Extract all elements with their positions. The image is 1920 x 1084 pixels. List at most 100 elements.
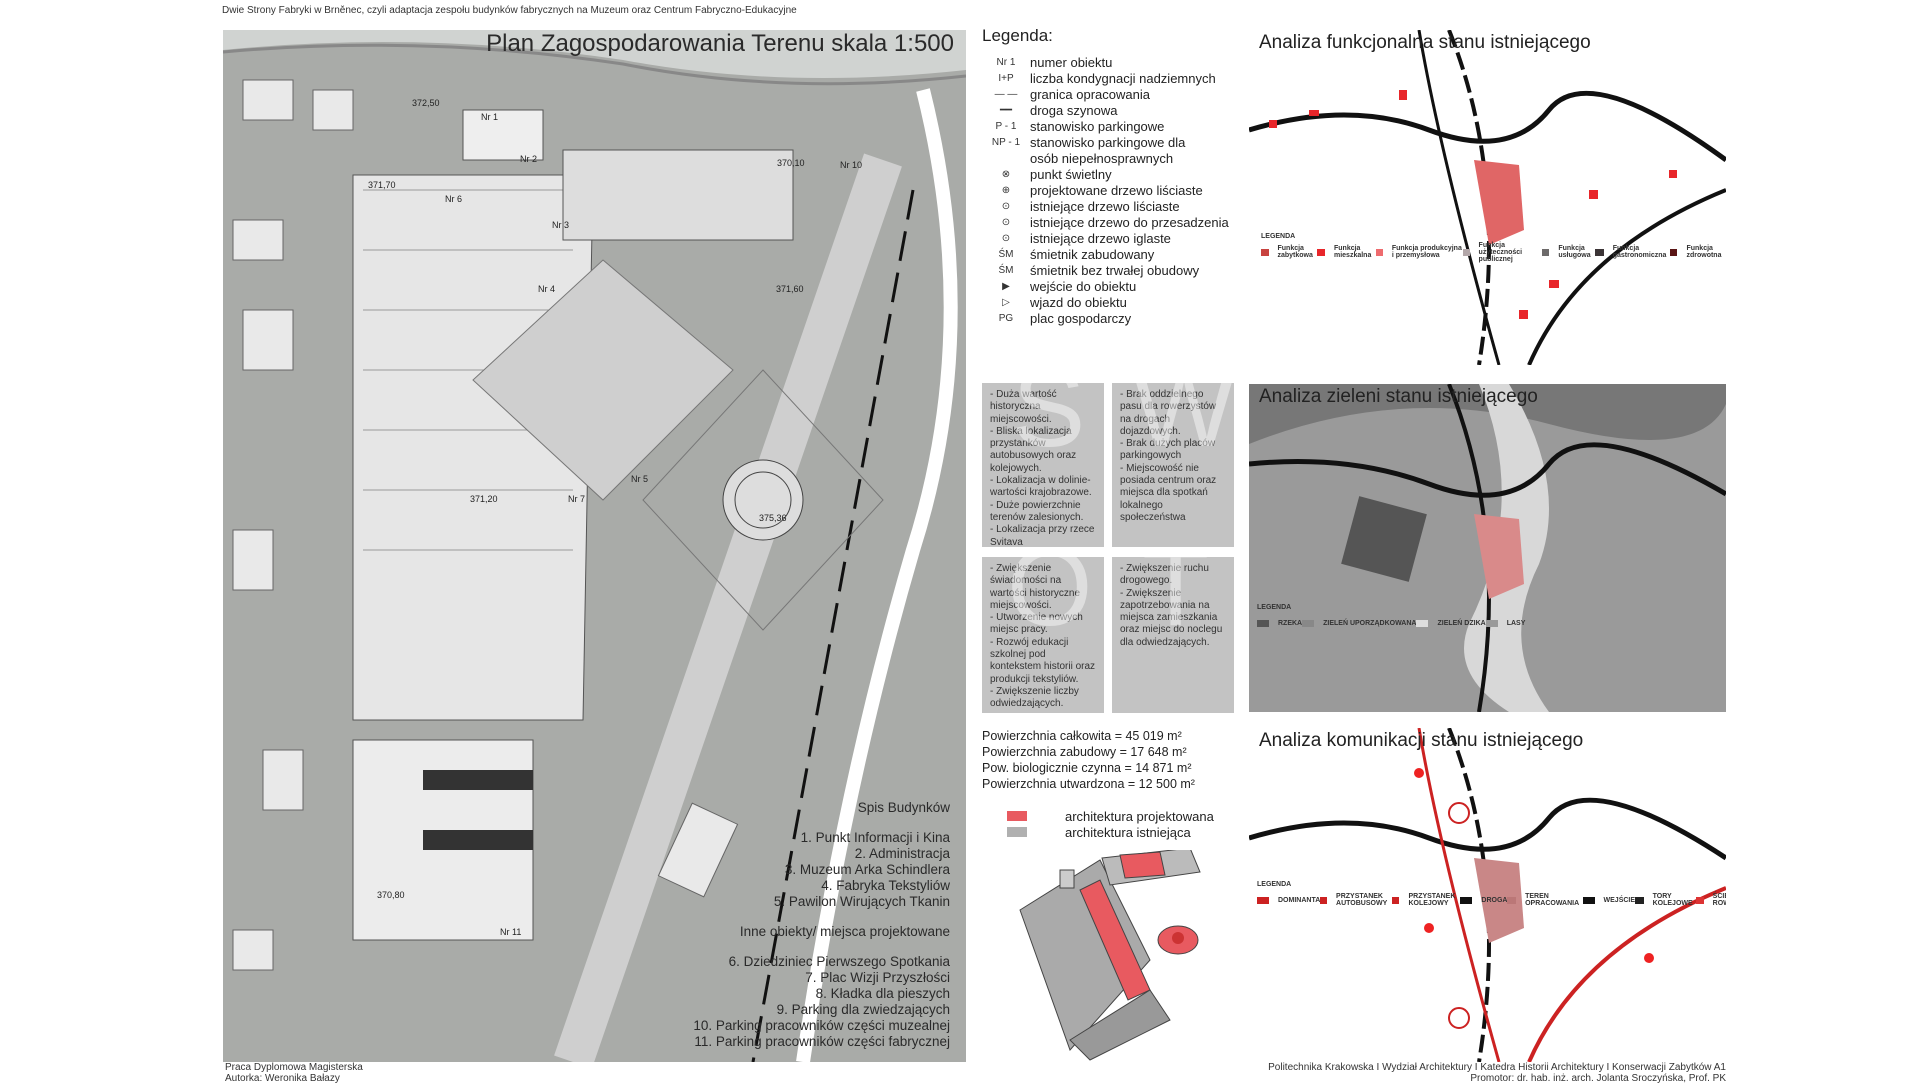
plan-title: Plan Zagospodarowania Terenu skala 1:500 bbox=[486, 30, 954, 57]
legend-swatch-icon bbox=[1670, 248, 1678, 256]
label: architektura istniejąca bbox=[1065, 824, 1191, 840]
map-legend-item: ZIELEŃ DZIKA bbox=[1416, 619, 1486, 628]
legend-symbol-icon: ━━ bbox=[999, 104, 1013, 116]
map-drawing bbox=[1249, 384, 1726, 712]
map-title: Analiza funkcjonalna stanu istniejącego bbox=[1259, 32, 1591, 53]
legend-label: stanowisko parkingowe bbox=[1030, 118, 1165, 134]
legend-label: granica opracowania bbox=[1030, 86, 1150, 102]
map-legend-item: PRZYSTANEK KOLEJOWY bbox=[1392, 893, 1460, 908]
legend-label: ZIELEŃ UPORZĄDKOWANA bbox=[1323, 619, 1417, 627]
map-legend-item: WEJŚCIE bbox=[1582, 893, 1636, 908]
legend-label: RZEKA bbox=[1278, 619, 1303, 627]
other-item: 7. Plac Wizji Przyszłości bbox=[805, 970, 950, 985]
legend-label: wejście do obiektu bbox=[1030, 278, 1137, 294]
map-legend-item: LASY bbox=[1485, 619, 1526, 628]
plan-label: Nr 6 bbox=[445, 194, 463, 204]
legend-label: LASY bbox=[1506, 619, 1526, 627]
legend-symbol-icon: PG bbox=[998, 312, 1014, 324]
legend-symbol-icon: ŚM bbox=[998, 248, 1014, 260]
legend-symbol-icon: ⊙ bbox=[1001, 216, 1011, 228]
swot-strengths: S- Duża wartość historyczna miejscowości… bbox=[982, 383, 1104, 547]
map-legend-item: Funkcja użyteczności publicznej bbox=[1462, 241, 1543, 263]
legend-label: liczba kondygnacji nadziemnych bbox=[1030, 70, 1216, 86]
map-communication: Analiza komunikacji stanu istniejącego L… bbox=[1249, 728, 1726, 1062]
site-plan-drawing bbox=[223, 30, 966, 1062]
map-legend-item: Funkcja zabytkowa bbox=[1261, 244, 1317, 260]
swot-text: - Zwiększenie świadomości na wartości hi… bbox=[990, 563, 1096, 710]
legend-label: istniejące drzewo iglaste bbox=[1030, 230, 1171, 246]
footer-right: Politechnika Krakowska I Wydział Archite… bbox=[1268, 1062, 1726, 1084]
legend-label: ŚCIEŻKA ROWEROWA bbox=[1712, 893, 1726, 907]
swot-text: - Duża wartość historyczna miejscowości.… bbox=[990, 389, 1095, 547]
swot-opportunities: O- Zwiększenie świadomości na wartości h… bbox=[982, 557, 1104, 713]
map-functional: Analiza funkcjonalna stanu istniejącego … bbox=[1249, 30, 1726, 365]
legend-symbol-icon: NP - 1 bbox=[991, 136, 1021, 148]
legend-item: PG plac gospodarczy bbox=[982, 310, 1242, 326]
map-legend-item: Funkcja mieszkalna bbox=[1317, 244, 1375, 260]
label: architektura projektowana bbox=[1065, 808, 1214, 824]
legend-label: śmietnik bez trwałej obudowy bbox=[1030, 262, 1200, 278]
map-legend-item: DROGA bbox=[1460, 893, 1507, 908]
map-legend-item: Funkcja gastronomiczna bbox=[1595, 244, 1670, 260]
building-item: 5. Pawilon Wirujących Tkanin bbox=[773, 894, 950, 909]
legend-symbol-icon: Nr 1 bbox=[996, 56, 1016, 68]
author: Autorka: Weronika Bałazy bbox=[225, 1073, 340, 1084]
swatch-existing bbox=[1007, 827, 1027, 837]
legend-item: osób niepełnosprawnych bbox=[982, 150, 1242, 166]
swatch-projected bbox=[1007, 811, 1027, 821]
legend-label: droga szynowa bbox=[1030, 102, 1118, 118]
plan-label: Nr 1 bbox=[481, 112, 499, 122]
legend-label: plac gospodarczy bbox=[1030, 310, 1132, 326]
legend-swatch-icon bbox=[1507, 896, 1517, 904]
map-greenery: Analiza zieleni stanu istniejącego LEGEN… bbox=[1249, 384, 1726, 712]
plan-label: 370,80 bbox=[377, 890, 405, 900]
legend-item: ━━ droga szynowa bbox=[982, 102, 1242, 118]
other-item: 9. Parking dla zwiedzających bbox=[776, 1002, 950, 1017]
legend-label: TORY KOLEJOWE bbox=[1652, 893, 1693, 907]
plan-label: 372,50 bbox=[412, 98, 440, 108]
other-item: 11. Parking pracowników części fabryczne… bbox=[694, 1034, 950, 1049]
area-line: Powierzchnia całkowita = 45 019 m² bbox=[982, 729, 1182, 743]
building-item: 1. Punkt Informacji i Kina bbox=[800, 830, 950, 845]
legend-label: Funkcja usługowa bbox=[1558, 245, 1591, 259]
legend-swatch-icon bbox=[1460, 896, 1473, 904]
legend-swatch-icon bbox=[1485, 619, 1498, 627]
area-line: Pow. biologicznie czynna = 14 871 m² bbox=[982, 761, 1192, 775]
swot-text: - Brak oddzielnego pasu dla rowerzystów … bbox=[1120, 389, 1217, 523]
legend-swatch-icon bbox=[1317, 248, 1325, 256]
plan-label: Nr 5 bbox=[631, 474, 649, 484]
institution: Politechnika Krakowska I Wydział Archite… bbox=[1268, 1062, 1726, 1073]
legend-symbol-icon: ⊙ bbox=[1001, 200, 1011, 212]
legend-label: istniejące drzewo do przesadzenia bbox=[1030, 214, 1229, 230]
legend-item: ⊗punkt świetlny bbox=[982, 166, 1242, 182]
legend-symbol-icon: ⊗ bbox=[1001, 168, 1011, 180]
plan-label: 370,10 bbox=[777, 158, 805, 168]
legend-label: PRZYSTANEK AUTOBUSOWY bbox=[1336, 893, 1388, 907]
legend-label: ZIELEŃ DZIKA bbox=[1437, 619, 1486, 627]
legend-symbol-icon: I+P bbox=[998, 72, 1014, 84]
plan-label: Nr 11 bbox=[500, 927, 522, 937]
legend-swatch-icon bbox=[1257, 619, 1269, 627]
legend-swatch-icon bbox=[1261, 248, 1269, 256]
map-legend-item: TEREN OPRACOWANIA bbox=[1507, 893, 1582, 908]
legend-label: Funkcja użyteczności publicznej bbox=[1478, 241, 1523, 263]
legend-label: osób niepełnosprawnych bbox=[1030, 150, 1174, 166]
area-summary: Powierzchnia całkowita = 45 019 m² Powie… bbox=[982, 728, 1195, 792]
legend-item: — —granica opracowania bbox=[982, 86, 1242, 102]
site-plan: Plan Zagospodarowania Terenu skala 1:500… bbox=[223, 30, 966, 1062]
legend-label: WEJŚCIE bbox=[1603, 896, 1636, 904]
legend-item: ▷wjazd do obiektu bbox=[982, 294, 1242, 310]
legend-label: PRZYSTANEK KOLEJOWY bbox=[1408, 893, 1456, 907]
legend-swatch-icon bbox=[1696, 896, 1704, 904]
legend-label: Funkcja gastronomiczna bbox=[1612, 245, 1667, 259]
map-legend-item: Funkcja produkcyjna i przemysłowa bbox=[1375, 244, 1463, 260]
plan-label: 375,36 bbox=[759, 513, 787, 523]
legend-item: ⊙istniejące drzewo liściaste bbox=[982, 198, 1242, 214]
legend-label: Funkcja zdrowotna bbox=[1686, 245, 1722, 259]
